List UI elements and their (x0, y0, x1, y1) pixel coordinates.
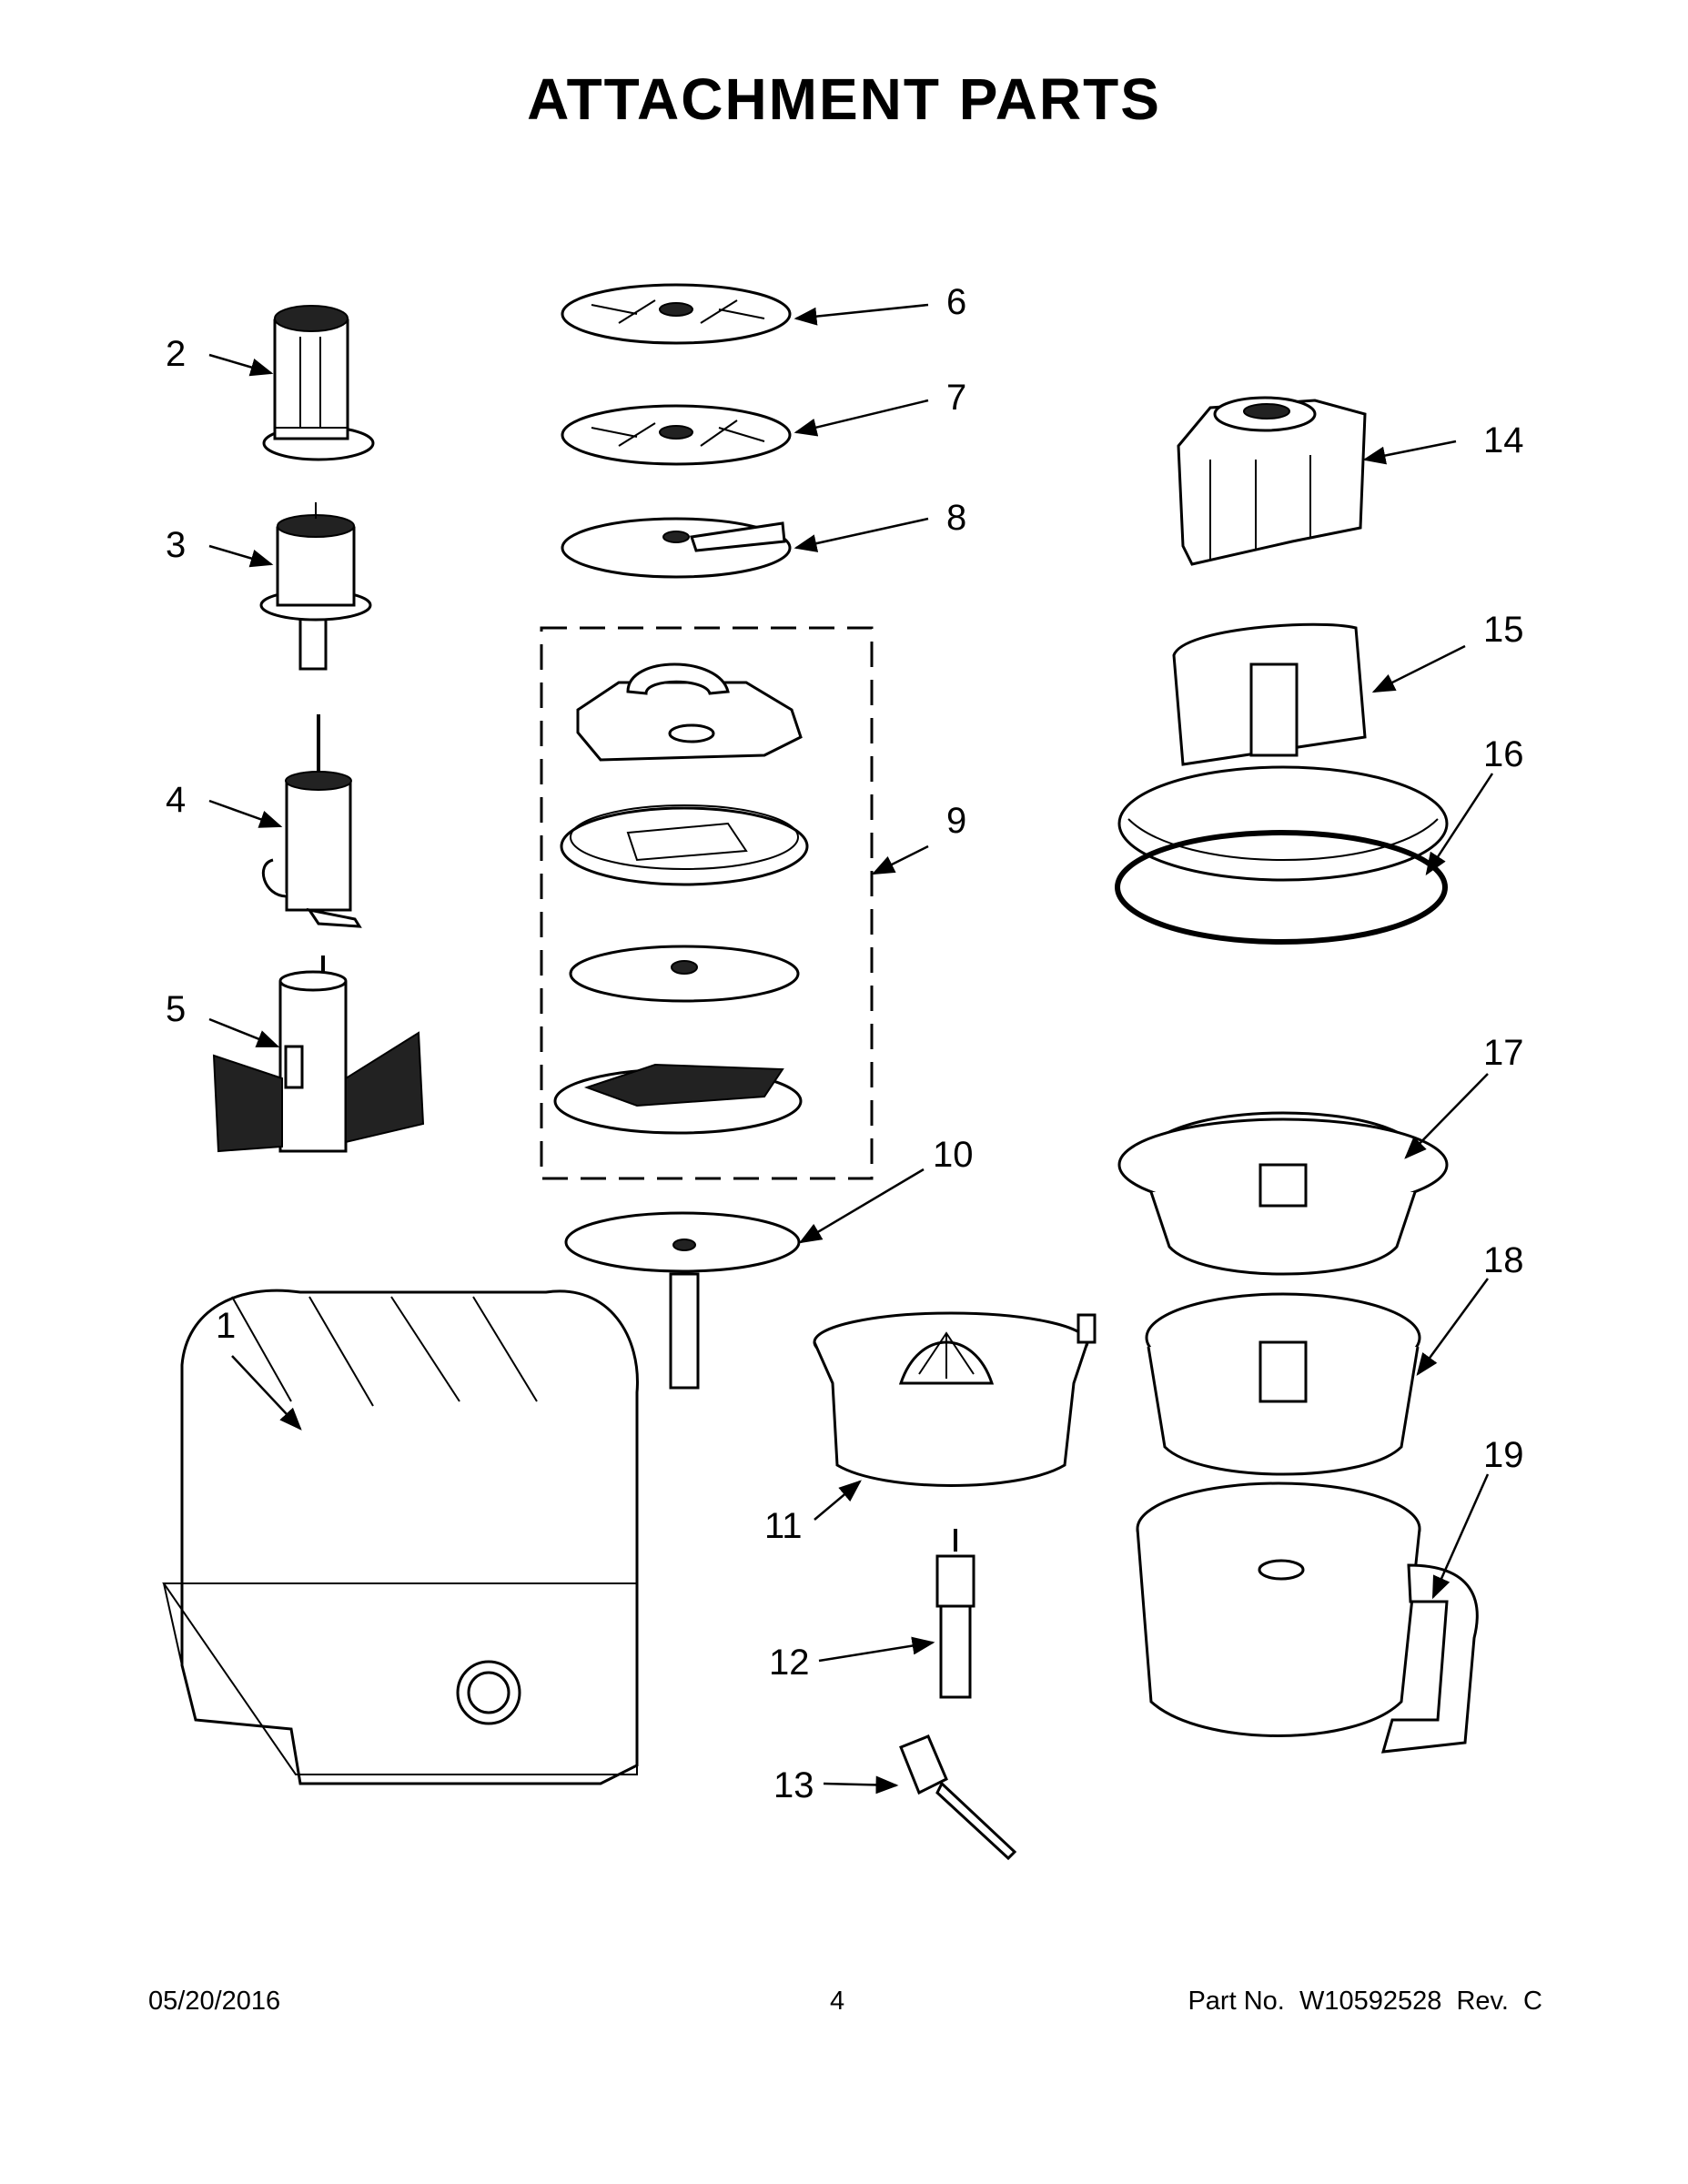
callout-1: 1 (216, 1306, 236, 1346)
callout-9: 9 (946, 801, 966, 841)
part-19-work-bowl (1136, 1481, 1479, 1754)
part-2-mini-bowl (262, 305, 375, 461)
part-14-food-pusher (1177, 396, 1367, 566)
part-13-spatula (899, 1734, 1017, 1861)
callout-arrows (208, 303, 1494, 1795)
part-6-disc (561, 283, 792, 345)
callout-19: 19 (1483, 1435, 1524, 1475)
footer-part-number: Part No. W10592528 Rev. C (1188, 1987, 1542, 2016)
part-8-disc (561, 517, 792, 579)
callout-16: 16 (1483, 734, 1524, 774)
part-16-gasket (1115, 830, 1448, 945)
part-5-multipurpose-blade (212, 956, 425, 1153)
callout-17: 17 (1483, 1033, 1524, 1073)
part-1-base (162, 1289, 639, 1785)
part-15-lid (1117, 622, 1449, 882)
part-9-dicing-kit (540, 626, 874, 1180)
callout-15: 15 (1483, 610, 1524, 650)
callout-12: 12 (769, 1643, 810, 1683)
page-title: ATTACHMENT PARTS (527, 66, 1161, 132)
callout-13: 13 (773, 1765, 814, 1805)
callout-14: 14 (1483, 420, 1524, 460)
part-7-disc (561, 404, 792, 466)
callout-3: 3 (166, 525, 186, 565)
callout-8: 8 (946, 498, 966, 538)
callout-18: 18 (1483, 1240, 1524, 1280)
callout-5: 5 (166, 989, 186, 1029)
callout-2: 2 (166, 334, 186, 374)
part-3-mini-blade (259, 502, 372, 671)
part-12-drive-adapter (935, 1529, 975, 1699)
footer-date: 05/20/2016 (148, 1987, 281, 2016)
callout-7: 7 (946, 378, 966, 418)
callout-labels: 2 3 4 5 1 6 7 8 9 10 11 12 13 14 15 16 1… (166, 282, 1524, 1805)
footer-page-number: 4 (830, 1987, 845, 2016)
callout-4: 4 (166, 780, 186, 820)
part-4-blade-shaft (261, 714, 362, 928)
part-18-mid-bowl (1145, 1292, 1421, 1476)
callout-6: 6 (946, 282, 966, 322)
callout-10: 10 (933, 1135, 974, 1175)
callout-11: 11 (764, 1506, 803, 1546)
part-10-disc (564, 1211, 801, 1390)
part-17-bowl-insert (1117, 1111, 1449, 1276)
part-11-citrus-press (813, 1311, 1097, 1487)
